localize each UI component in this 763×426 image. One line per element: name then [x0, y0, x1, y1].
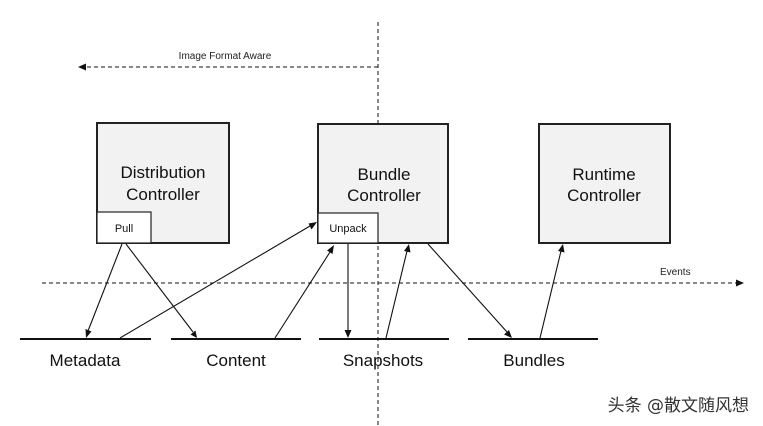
distribution-controller-title-line2: Controller [126, 185, 200, 204]
arrow-snapshots-to-bundle-controller [385, 250, 408, 339]
content-store-label: Content [206, 351, 266, 370]
unpack-tab-label: Unpack [329, 223, 367, 235]
arrowhead-bundles-to-runtime-controller [558, 244, 565, 253]
unpack-tab [317, 212, 379, 244]
distribution-controller-title-line1: Distribution [120, 163, 205, 182]
image-format-aware-arrowhead [78, 63, 86, 71]
watermark: 头条 @散文随风想 [608, 396, 749, 416]
runtime-controller-title-line2: Controller [567, 186, 641, 205]
events-label: Events [660, 267, 691, 278]
arrowhead-snapshots-to-bundle-controller [404, 244, 411, 253]
arrow-content-to-unpack [274, 251, 331, 339]
runtime-controller: Runtime Controller [538, 123, 671, 244]
arrowhead-content-to-unpack [327, 245, 334, 254]
arrow-bundles-to-runtime-controller [539, 250, 562, 339]
bundle-controller-title-line2: Controller [347, 186, 421, 205]
runtime-controller-title-line1: Runtime [572, 165, 635, 184]
pull-tab [96, 211, 152, 244]
arrowhead-pull-to-content [190, 330, 197, 338]
image-format-aware-label: Image Format Aware [179, 51, 272, 62]
arrow-pull-to-content [125, 243, 194, 333]
metadata-store-label: Metadata [50, 351, 121, 370]
arrowhead-metadata-to-unpack [308, 222, 317, 230]
bundles-store-label: Bundles [503, 351, 564, 370]
arrow-metadata-to-unpack [119, 225, 311, 339]
snapshots-store-label: Snapshots [343, 351, 423, 370]
connections [85, 222, 565, 339]
bundle-controller-title-line1: Bundle [358, 165, 411, 184]
arrow-pull-to-metadata [87, 243, 123, 332]
distribution-controller-box [96, 122, 230, 244]
arrow-bundle-controller-to-bundles [427, 243, 508, 333]
events-arrowhead [736, 279, 744, 287]
runtime-controller-box [538, 123, 671, 244]
pull-tab-label: Pull [115, 223, 133, 235]
distribution-controller: Distribution Controller Pull [96, 122, 230, 244]
arrowhead-unpack-to-snapshots [344, 330, 352, 338]
bundle-controller: Bundle Controller Unpack [317, 123, 449, 244]
arrowhead-pull-to-metadata [85, 329, 92, 338]
arrowhead-bundle-controller-to-bundles [504, 330, 512, 338]
